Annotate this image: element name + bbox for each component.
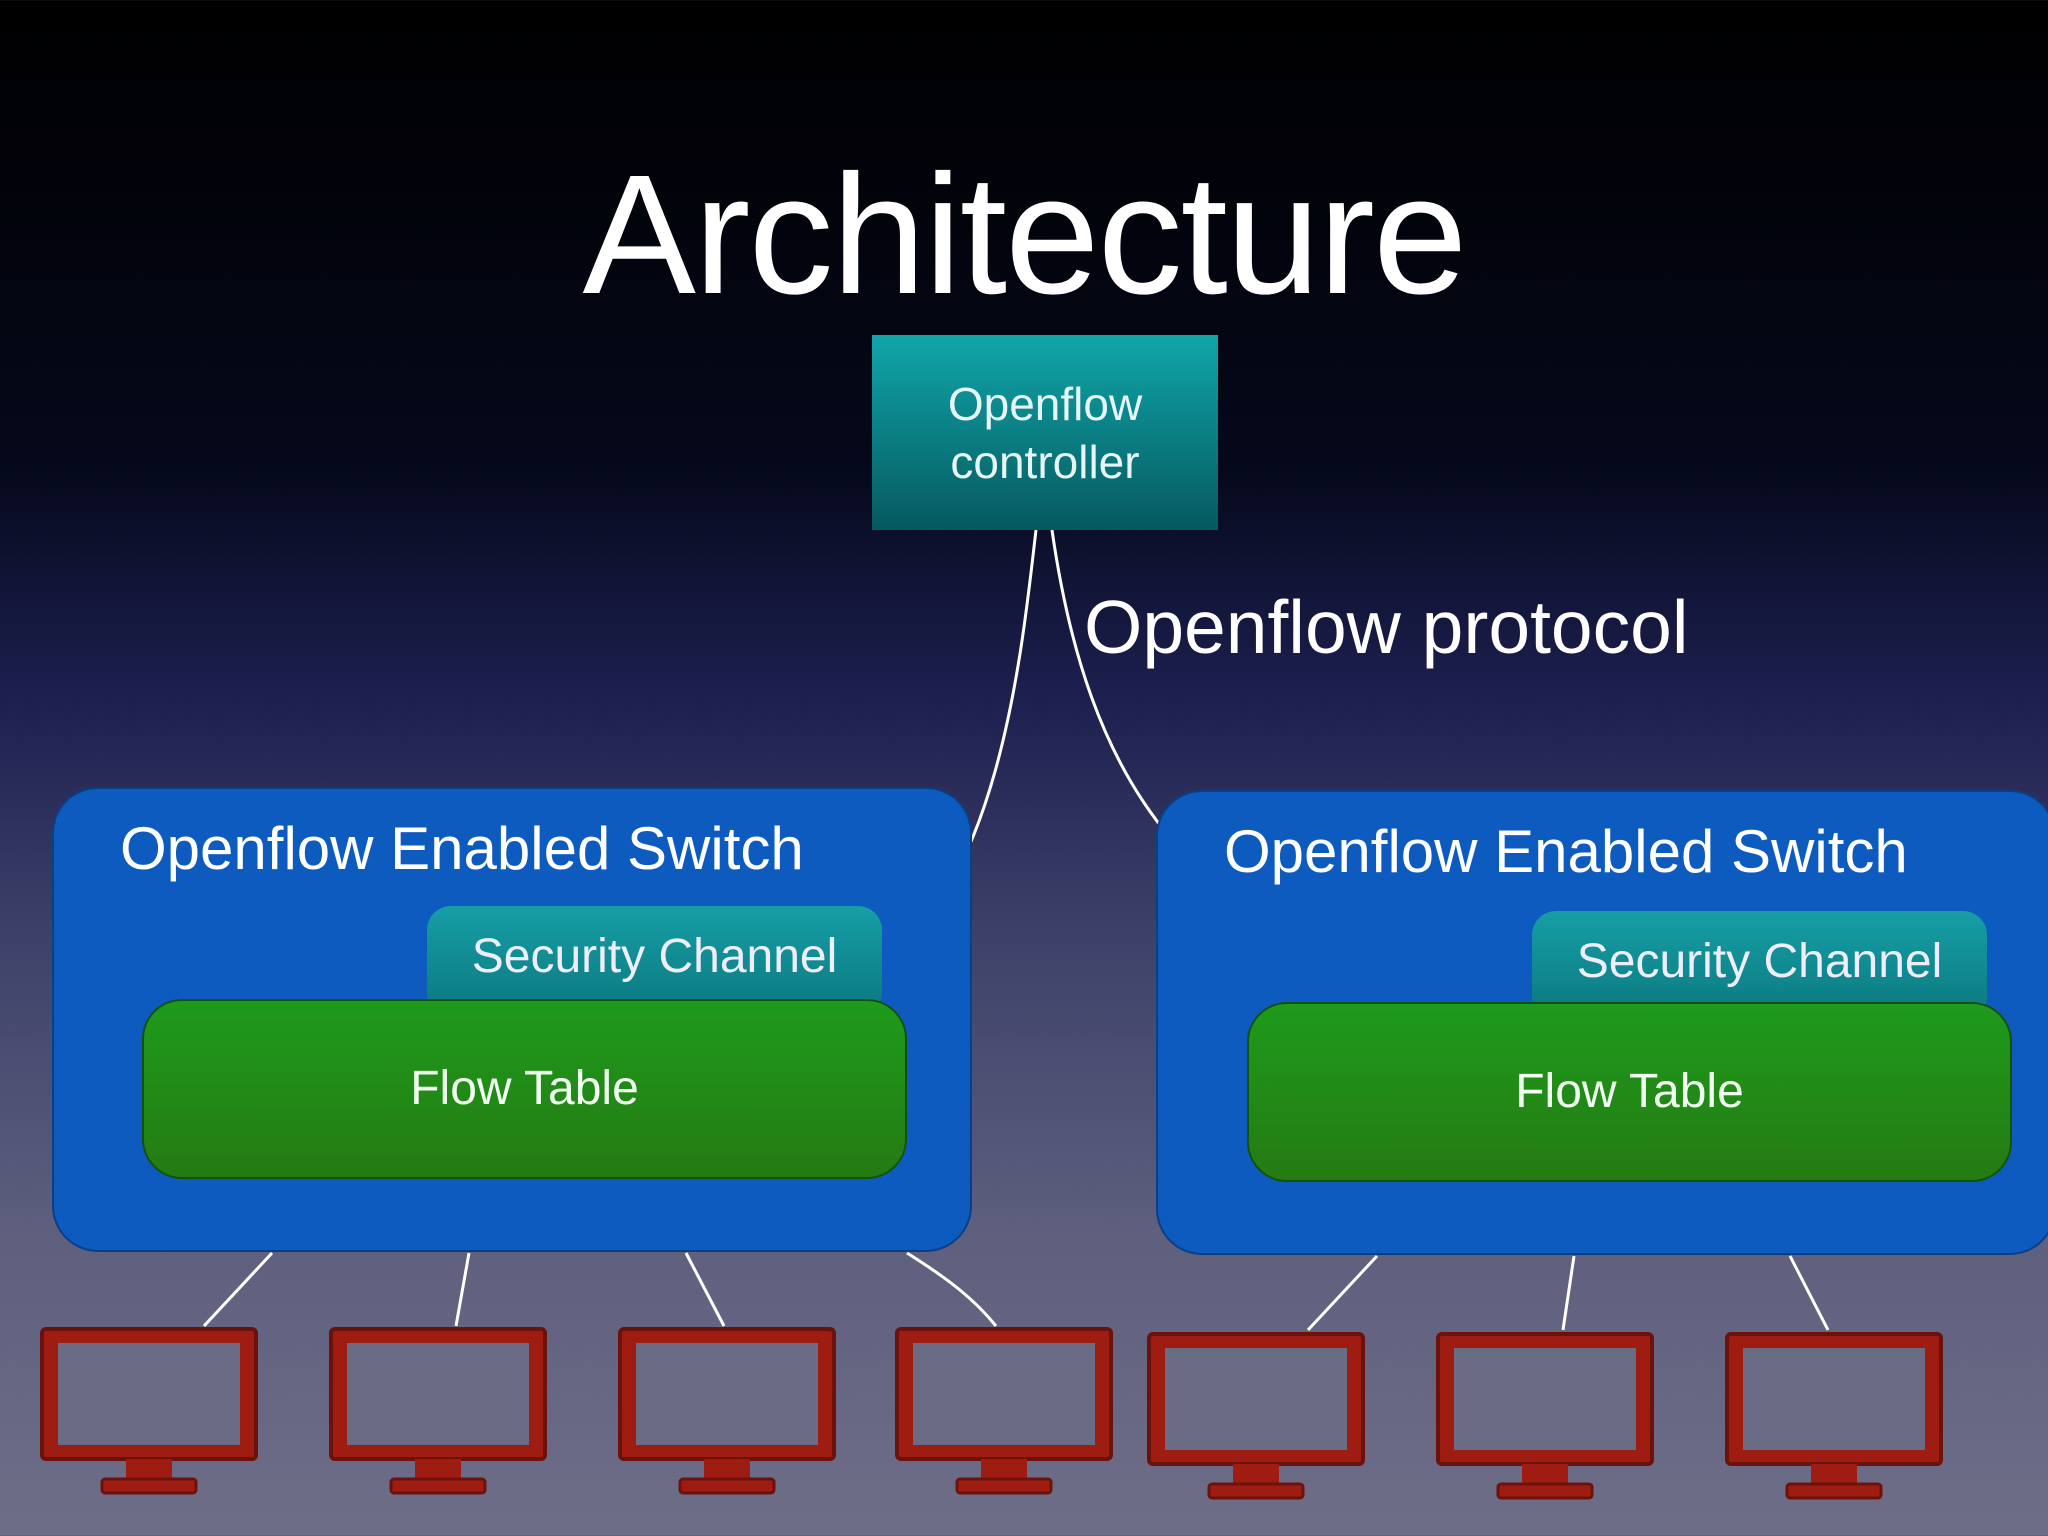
- switch2-host2-line: [1561, 1255, 1576, 1331]
- monitor-icon: [329, 1327, 547, 1495]
- monitor-icon: [895, 1327, 1113, 1495]
- openflow-controller-box: Openflow controller: [872, 335, 1218, 530]
- switch-title: Openflow Enabled Switch: [1224, 818, 1908, 885]
- monitor-icon: [1725, 1332, 1943, 1500]
- switch-title: Openflow Enabled Switch: [120, 815, 804, 882]
- switch1-host4-line: [906, 1251, 998, 1327]
- monitor-icon: [1436, 1332, 1654, 1500]
- openflow-protocol-label: Openflow protocol: [1084, 585, 1689, 669]
- switch1-host3-line: [684, 1252, 726, 1327]
- controller-label-line2: controller: [950, 435, 1140, 488]
- switch2-host3-line: [1788, 1255, 1830, 1331]
- monitor-icon: [40, 1327, 258, 1495]
- switch1-host1-line: [202, 1251, 274, 1328]
- openflow-switch-2: Openflow Enabled Switch Security Channel…: [1156, 790, 2048, 1255]
- slide-title: Architecture: [582, 140, 1467, 330]
- monitor-icon: [1147, 1332, 1365, 1500]
- flow-table-box: Flow Table: [142, 999, 907, 1179]
- monitor-icon: [618, 1327, 836, 1495]
- openflow-switch-1: Openflow Enabled Switch Security Channel…: [52, 787, 972, 1252]
- switch1-host2-line: [454, 1252, 471, 1327]
- switch2-host1-line: [1306, 1254, 1379, 1332]
- flow-table-box: Flow Table: [1247, 1002, 2012, 1182]
- controller-label-line1: Openflow: [947, 377, 1143, 430]
- security-channel-box: Security Channel: [427, 906, 882, 1016]
